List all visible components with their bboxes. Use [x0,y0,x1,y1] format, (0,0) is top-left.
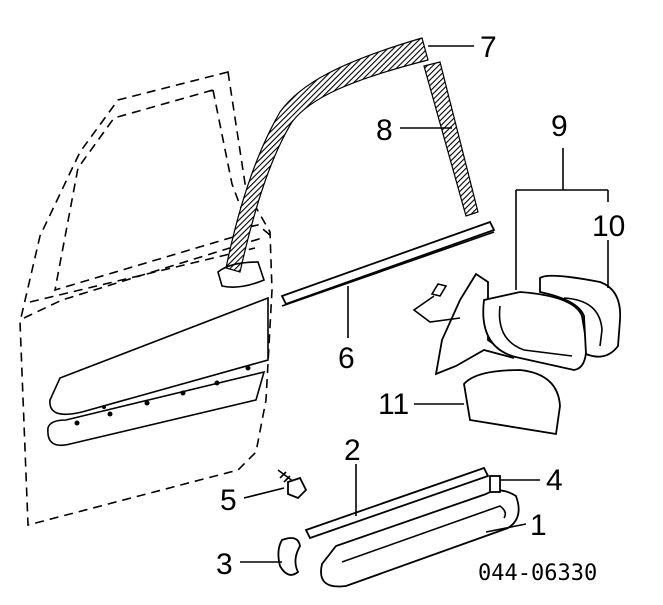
callout-8: 8 [376,114,393,147]
molding-screw [277,469,308,500]
callout-4: 4 [546,464,563,497]
glass-run-channel [423,61,479,217]
front-door-outline [19,71,273,527]
callout-7: 7 [480,31,497,64]
figure-code: 044-06330 [478,561,597,586]
callout-6: 6 [338,342,355,375]
trim-holes [74,365,251,426]
callout-10: 10 [592,210,625,243]
mirror-cover [463,369,561,436]
callout-9: 9 [551,110,568,143]
outside-mirror-assembly [412,272,622,376]
callout-2: 2 [344,434,361,467]
door-trim-panel [47,296,269,447]
callout-5: 5 [220,484,237,517]
belt-molding [280,220,496,307]
molding-strip [304,466,490,540]
callout-1: 1 [530,509,547,542]
leader-lines [240,45,609,563]
door-frame-weatherstrip [217,37,429,288]
callout-labels: 7 8 9 10 6 11 2 4 5 1 3 [216,31,625,581]
molding-clip [277,537,301,576]
molding-end-cap [489,475,501,493]
callout-3: 3 [216,548,233,581]
callout-11: 11 [378,388,409,421]
